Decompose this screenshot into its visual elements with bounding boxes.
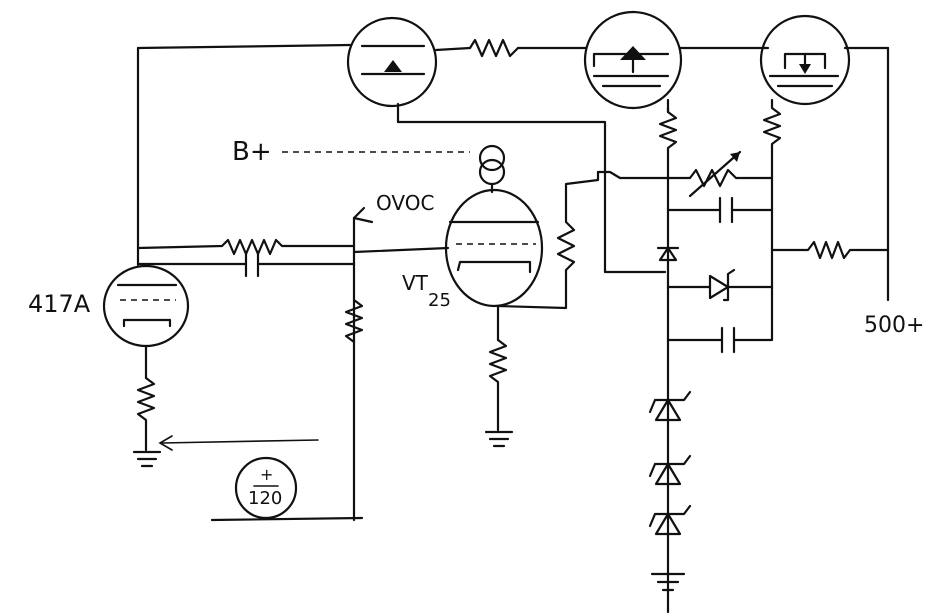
- capacitor-coupling: [136, 250, 356, 278]
- capacitor-upper-right: [666, 196, 774, 224]
- resistor-vt25-plate: [496, 170, 600, 310]
- zener-stack: [648, 390, 692, 536]
- label-500: 500+: [864, 313, 924, 338]
- tube-vt25: [444, 188, 544, 342]
- resistor-cathode-left: [136, 376, 156, 452]
- label-417a: 417A: [28, 290, 91, 318]
- zener-horizontal: [666, 268, 774, 302]
- battery-120: [234, 456, 298, 520]
- wire-transistor-to-right: [396, 120, 667, 274]
- top-rail-wire: [136, 43, 890, 267]
- resistor-drain-right: [762, 98, 782, 337]
- resistor-center: [344, 298, 364, 344]
- label-battery-plus: +: [260, 465, 273, 484]
- capacitor-lower-right: [666, 326, 774, 354]
- ground-right: [650, 572, 686, 592]
- tube-417a: [102, 264, 190, 380]
- transistor-top-left: [346, 16, 438, 124]
- resistor-drain-mid: [658, 98, 678, 614]
- label-vt: VT: [402, 271, 429, 295]
- resistor-vt25-cathode: [488, 338, 508, 432]
- arrow-to-ground: [158, 435, 319, 451]
- label-battery-value: 120: [248, 488, 282, 509]
- ground-left: [132, 450, 162, 468]
- diode-upper: [656, 246, 680, 262]
- ground-mid: [484, 430, 514, 448]
- label-bplus: B+: [232, 137, 272, 167]
- wire-node-center: [210, 206, 450, 522]
- variable-resistor: [596, 150, 774, 198]
- transistor-top-right: [759, 14, 851, 106]
- label-ovoc: OVOC: [376, 191, 434, 215]
- resistor-to-500: [770, 240, 890, 260]
- resistor-feedback: [136, 238, 356, 256]
- current-source: [282, 144, 506, 194]
- resistor-top: [468, 38, 520, 58]
- transistor-top-mid: [583, 10, 683, 114]
- label-25: 25: [428, 290, 451, 311]
